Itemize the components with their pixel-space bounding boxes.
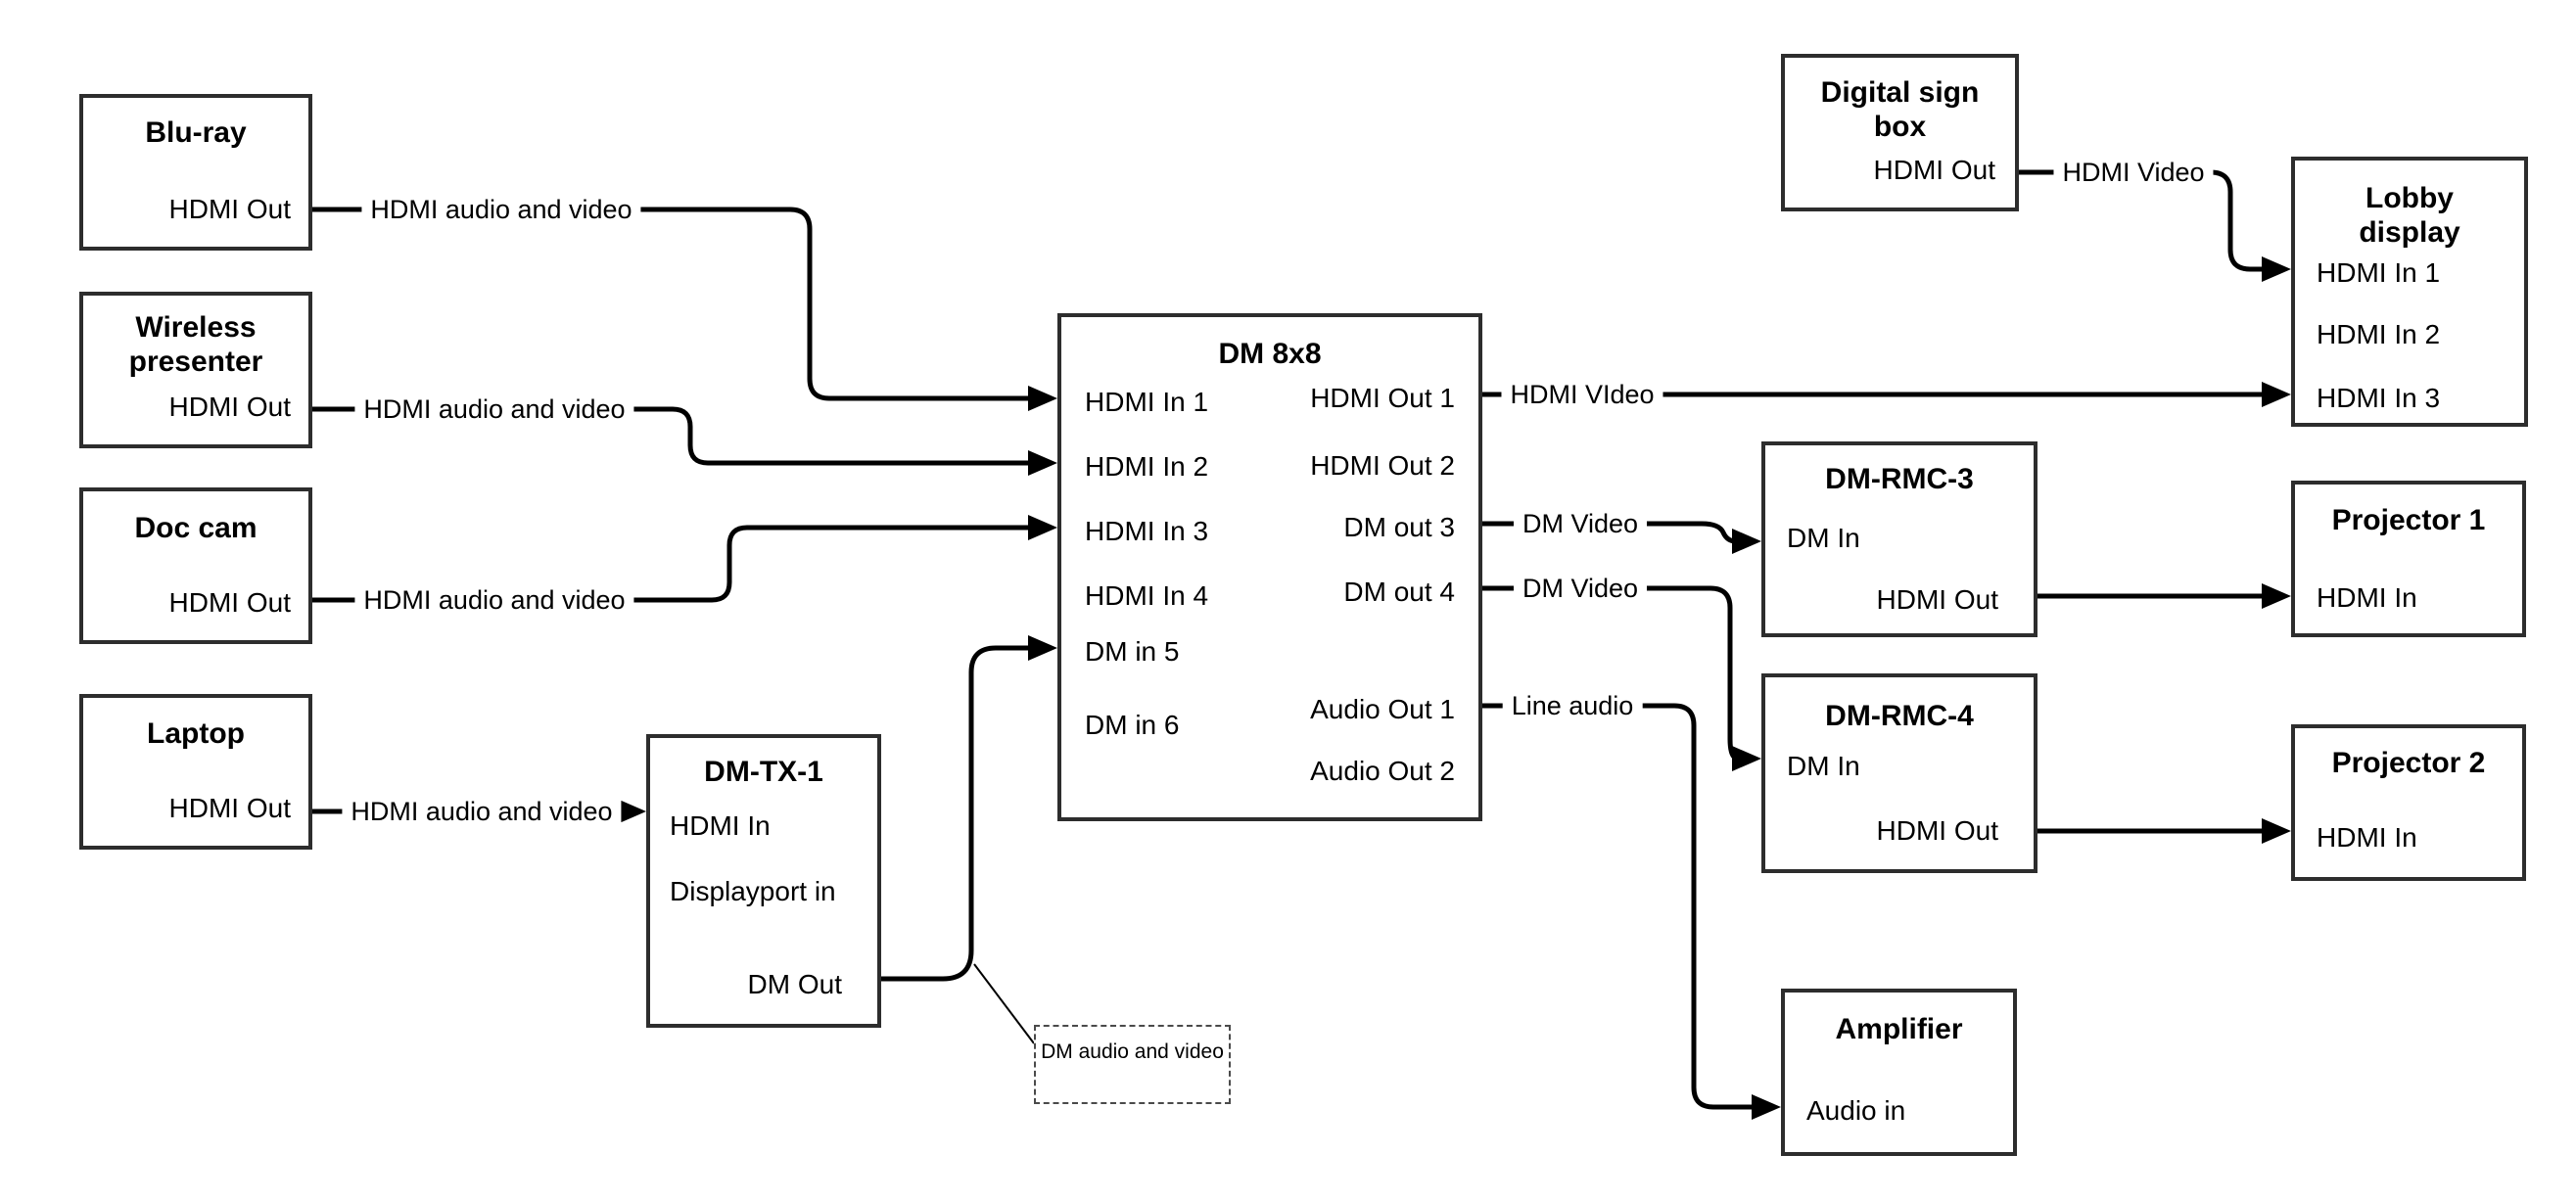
arrowhead-dmtx1-hdmi-in: [617, 799, 646, 824]
port-dm8x8-hdmi-in-1: HDMI In 1: [1085, 387, 1209, 417]
port-dmtx1-dm-out: DM Out: [747, 969, 842, 999]
port-lobby-hdmi-in-2: HDMI In 2: [2317, 319, 2441, 349]
port-dmrmc4-dm-in: DM In: [1787, 751, 1860, 781]
wire-label-bluray: HDMI audio and video: [361, 195, 641, 224]
port-laptop-hdmi-out: HDMI Out: [168, 793, 291, 823]
port-proj2-hdmi-in: HDMI In: [2317, 822, 2417, 853]
wire-dm8x8-aout1-to-amp: [1482, 703, 1757, 1110]
node-digital-sign-box: Digital sign box HDMI Out: [1781, 54, 2019, 211]
port-dm8x8-dm-in-5: DM in 5: [1085, 636, 1180, 667]
node-laptop-title: Laptop: [147, 717, 245, 750]
port-dm8x8-hdmi-in-4: HDMI In 4: [1085, 580, 1209, 611]
node-amplifier: Amplifier Audio in: [1781, 989, 2017, 1156]
wire-dmtx1-to-dm8x8-in5: [881, 645, 1034, 982]
port-dmtx1-hdmi-in: HDMI In: [670, 810, 771, 841]
arrowhead-dmrmc3-dm-in: [1732, 529, 1761, 554]
node-projector-2: Projector 2 HDMI In: [2291, 724, 2526, 881]
node-dm-8x8-title: DM 8x8: [1218, 338, 1322, 370]
wire-bluray-to-dm8x8-in1: [312, 207, 1034, 401]
node-dm-rmc-3-title: DM-RMC-3: [1825, 463, 1974, 495]
wire-label-laptop: HDMI audio and video: [342, 797, 622, 826]
port-dm8x8-dm-out-3: DM out 3: [1343, 512, 1455, 542]
wire-label-hdmi-video-out1: HDMI VIdeo: [1501, 380, 1663, 409]
port-amp-audio-in: Audio in: [1806, 1095, 1906, 1126]
node-doc-cam-title: Doc cam: [134, 512, 258, 544]
node-lobby-display-title: Lobby display: [2359, 182, 2460, 249]
port-bluray-hdmi-out: HDMI Out: [168, 194, 291, 224]
node-digital-sign-box-title: Digital sign box: [1820, 76, 1980, 143]
wire-wireless-to-dm8x8-in2: [312, 406, 1034, 466]
arrowhead-dm8x8-in1: [1028, 386, 1057, 411]
port-dm8x8-dm-out-4: DM out 4: [1343, 577, 1455, 607]
port-dmtx1-displayport-in: Displayport in: [670, 876, 836, 906]
arrowhead-amp-audio-in: [1752, 1094, 1781, 1120]
port-dmrmc3-dm-in: DM In: [1787, 523, 1860, 553]
node-lobby-display: Lobby display HDMI In 1 HDMI In 2 HDMI I…: [2291, 157, 2528, 427]
arrowheads: [617, 256, 2291, 1120]
wire-label-line-audio: Line audio: [1502, 691, 1643, 720]
arrowhead-dm8x8-in3: [1028, 515, 1057, 540]
node-laptop: Laptop HDMI Out: [79, 694, 312, 850]
wire-digitalsign-to-lobby-in1: [2019, 169, 2268, 272]
node-projector-2-title: Projector 2: [2331, 747, 2486, 779]
wire-label-digitalsign: HDMI Video: [2053, 158, 2214, 187]
node-dm-tx-1-title: DM-TX-1: [704, 756, 823, 788]
arrowhead-lobby-in3: [2262, 382, 2291, 407]
port-digitalsign-hdmi-out: HDMI Out: [1873, 155, 1995, 185]
arrowhead-proj2-hdmi-in: [2262, 818, 2291, 844]
arrowhead-dm8x8-in5: [1028, 635, 1057, 661]
node-dm-rmc-4-title: DM-RMC-4: [1825, 700, 1974, 732]
wire-label-dm-video-out3: DM Video: [1513, 509, 1648, 538]
wire-label-wireless: HDMI audio and video: [354, 394, 634, 424]
port-dm8x8-hdmi-in-2: HDMI In 2: [1085, 451, 1209, 482]
wire-dm8x8-out4-to-dmrmc4: [1482, 585, 1739, 762]
port-dm8x8-hdmi-in-3: HDMI In 3: [1085, 516, 1209, 546]
port-doccam-hdmi-out: HDMI Out: [168, 587, 291, 618]
node-dm-8x8: DM 8x8 HDMI In 1 HDMI In 2 HDMI In 3 HDM…: [1057, 313, 1482, 821]
arrowhead-lobby-in1: [2262, 256, 2291, 282]
wire-label-dm-video-out4: DM Video: [1513, 574, 1648, 603]
node-dm-rmc-4: DM-RMC-4 DM In HDMI Out: [1761, 673, 2037, 873]
port-dm8x8-hdmi-out-1: HDMI Out 1: [1310, 383, 1455, 413]
arrowhead-dmrmc4-dm-in: [1732, 746, 1761, 771]
node-doc-cam: Doc cam HDMI Out: [79, 487, 312, 644]
node-dm-tx-1: DM-TX-1 HDMI In Displayport in DM Out: [646, 734, 881, 1028]
node-projector-1: Projector 1 HDMI In: [2291, 481, 2526, 637]
wire-dm8x8-out3-to-dmrmc3: [1482, 521, 1737, 544]
arrowhead-dm8x8-in2: [1028, 450, 1057, 476]
arrowhead-proj1-hdmi-in: [2262, 583, 2291, 609]
annotation-dm-audio-and-video: DM audio and video: [1034, 1025, 1231, 1104]
port-lobby-hdmi-in-3: HDMI In 3: [2317, 383, 2441, 413]
port-dm8x8-audio-out-2: Audio Out 2: [1310, 756, 1455, 786]
node-wireless-presenter-title: Wireless presenter: [128, 311, 263, 378]
node-bluray-title: Blu-ray: [145, 116, 247, 149]
node-bluray: Blu-ray HDMI Out: [79, 94, 312, 251]
port-dmrmc4-hdmi-out: HDMI Out: [1876, 815, 1998, 846]
node-projector-1-title: Projector 1: [2331, 504, 2486, 536]
node-dm-rmc-3: DM-RMC-3 DM In HDMI Out: [1761, 441, 2037, 637]
wire-label-doccam: HDMI audio and video: [354, 585, 634, 615]
port-proj1-hdmi-in: HDMI In: [2317, 582, 2417, 613]
annotation-leader-line: [973, 963, 1035, 1044]
port-dmrmc3-hdmi-out: HDMI Out: [1876, 584, 1998, 615]
node-wireless-presenter: Wireless presenter HDMI Out: [79, 292, 312, 448]
wire-doccam-to-dm8x8-in3: [312, 525, 1034, 603]
port-dm8x8-dm-in-6: DM in 6: [1085, 710, 1180, 740]
port-dm8x8-audio-out-1: Audio Out 1: [1310, 694, 1455, 724]
port-lobby-hdmi-in-1: HDMI In 1: [2317, 257, 2441, 288]
node-amplifier-title: Amplifier: [1835, 1013, 1963, 1045]
port-wireless-hdmi-out: HDMI Out: [168, 392, 291, 422]
port-dm8x8-hdmi-out-2: HDMI Out 2: [1310, 450, 1455, 481]
